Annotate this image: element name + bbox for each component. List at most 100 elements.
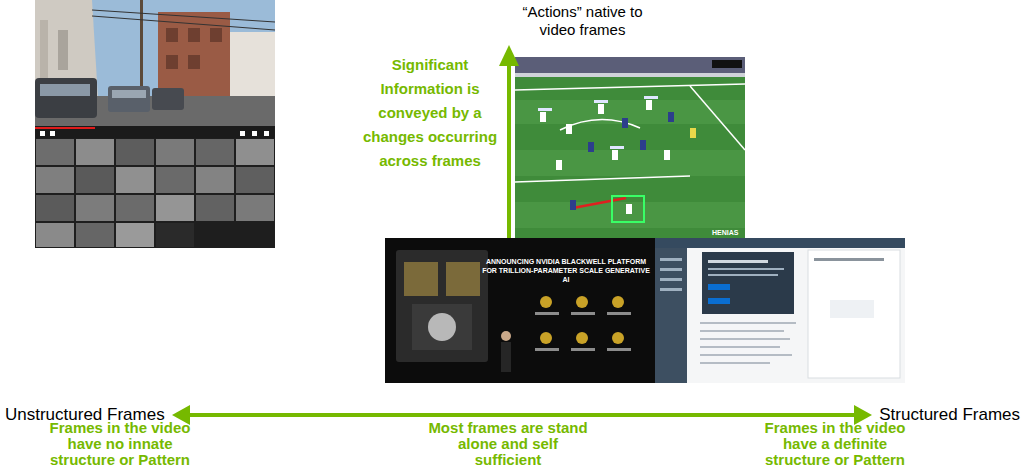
app-screenshot-part bbox=[700, 322, 796, 324]
street-and-cctv-screenshot bbox=[35, 0, 275, 248]
street-and-cctv-screenshot-part bbox=[156, 223, 194, 247]
soccer-screenshot-part bbox=[610, 146, 624, 149]
soccer-screenshot-part bbox=[515, 57, 745, 240]
street-and-cctv-screenshot-part bbox=[252, 131, 257, 136]
app-screenshot-part bbox=[708, 268, 784, 270]
street-and-cctv-screenshot-part bbox=[116, 195, 154, 221]
street-and-cctv-screenshot-part bbox=[236, 139, 274, 165]
street-and-cctv-screenshot-part bbox=[76, 195, 114, 221]
keynote-screenshot-part bbox=[612, 296, 624, 308]
keynote-screenshot-part bbox=[540, 296, 552, 308]
soccer-screenshot-part bbox=[515, 57, 745, 73]
keynote-screenshot-part bbox=[576, 332, 588, 344]
app-screenshot-part bbox=[700, 338, 790, 340]
app-screenshot-part bbox=[655, 238, 905, 248]
street-and-cctv-screenshot-part bbox=[76, 167, 114, 193]
axis-title: “Actions” native to video frames bbox=[505, 3, 660, 39]
axis-description: Significant Information is conveyed by a… bbox=[352, 53, 508, 173]
street-and-cctv-screenshot-part bbox=[236, 195, 274, 221]
app-screenshot-part bbox=[660, 268, 682, 271]
street-and-cctv-screenshot-part bbox=[196, 139, 234, 165]
keynote-screenshot-part bbox=[385, 238, 655, 383]
app-screenshot-part bbox=[830, 300, 874, 318]
street-and-cctv-screenshot-part bbox=[116, 223, 154, 247]
app-screenshot-part bbox=[700, 362, 770, 364]
app-screenshot-part bbox=[708, 260, 768, 263]
street-and-cctv-screenshot-part bbox=[35, 0, 275, 128]
street-and-cctv-screenshot-part bbox=[76, 223, 114, 247]
app-screenshot-part bbox=[814, 258, 884, 261]
street-and-cctv-screenshot-part bbox=[76, 139, 114, 165]
soccer-screenshot-part bbox=[626, 204, 632, 214]
soccer-screenshot-part bbox=[664, 150, 670, 160]
keynote-screenshot-part bbox=[412, 304, 472, 350]
keynote-screenshot-part bbox=[396, 250, 488, 362]
app-screenshot-part bbox=[808, 250, 900, 378]
keynote-screenshot-part bbox=[540, 332, 552, 344]
soccer-screenshot-part bbox=[690, 128, 696, 138]
app-screenshot bbox=[655, 238, 905, 383]
street-and-cctv-screenshot-part bbox=[116, 139, 154, 165]
street-and-cctv-screenshot-part bbox=[92, 10, 275, 22]
street-and-cctv-screenshot-part bbox=[152, 88, 184, 110]
street-and-cctv-screenshot-part bbox=[156, 139, 194, 165]
app-screenshot-part bbox=[700, 346, 780, 348]
app-screenshot-part bbox=[700, 354, 792, 356]
axis-description: Frames in the video have a definite stru… bbox=[752, 420, 918, 468]
soccer-screenshot-part bbox=[588, 142, 594, 152]
soccer-screenshot-part bbox=[566, 124, 572, 134]
soccer-screenshot-part bbox=[640, 140, 646, 150]
street-and-cctv-screenshot-part bbox=[240, 131, 245, 136]
street-and-cctv-screenshot-part bbox=[35, 138, 275, 248]
soccer-screenshot-part bbox=[598, 104, 604, 114]
keynote-screenshot-part bbox=[501, 342, 511, 372]
soccer-screenshot-part bbox=[515, 150, 745, 176]
street-and-cctv-screenshot-part bbox=[210, 28, 222, 42]
soccer-screenshot-part bbox=[622, 118, 628, 128]
soccer-screenshot-part bbox=[570, 200, 576, 210]
app-screenshot-part bbox=[655, 248, 687, 383]
app-screenshot-part bbox=[708, 298, 730, 304]
soccer-screenshot-part bbox=[515, 73, 745, 77]
street-and-cctv-screenshot-part bbox=[92, 16, 275, 30]
soccer-screenshot bbox=[515, 57, 745, 240]
street-and-cctv-screenshot-part bbox=[35, 126, 275, 138]
soccer-screenshot-part bbox=[712, 60, 742, 68]
screenshot-headline: ANNOUNCING NVIDIA BLACKWELL PLATFORM FOR… bbox=[478, 257, 654, 284]
street-and-cctv-screenshot-part bbox=[36, 139, 74, 165]
soccer-screenshot-part bbox=[556, 160, 562, 170]
keynote-screenshot-part bbox=[571, 348, 595, 351]
street-and-cctv-screenshot-part bbox=[166, 55, 178, 69]
keynote-screenshot-part bbox=[607, 312, 631, 315]
street-and-cctv-screenshot-part bbox=[140, 0, 143, 95]
app-screenshot-part bbox=[702, 252, 794, 314]
keynote-screenshot-part bbox=[535, 348, 559, 351]
street-and-cctv-screenshot-part bbox=[236, 167, 274, 193]
keynote-screenshot bbox=[385, 238, 655, 383]
street-and-cctv-screenshot-part bbox=[264, 131, 269, 136]
street-and-cctv-screenshot-part bbox=[112, 90, 146, 98]
app-screenshot-part bbox=[655, 238, 905, 383]
street-and-cctv-screenshot-part bbox=[35, 0, 98, 105]
street-and-cctv-screenshot-part bbox=[188, 55, 200, 69]
soccer-screenshot-part bbox=[538, 108, 552, 111]
soccer-screenshot-part bbox=[515, 176, 690, 182]
axis-description: Most frames are stand alone and self suf… bbox=[425, 420, 591, 468]
street-and-cctv-screenshot-part bbox=[196, 195, 234, 221]
street-and-cctv-screenshot-part bbox=[166, 28, 178, 42]
keynote-screenshot-part bbox=[446, 262, 480, 296]
street-and-cctv-screenshot-part bbox=[156, 167, 194, 193]
street-and-cctv-screenshot-part bbox=[196, 167, 234, 193]
horizontal-double-arrow-part bbox=[186, 413, 858, 417]
keynote-screenshot-part bbox=[607, 348, 631, 351]
keynote-screenshot-part bbox=[576, 296, 588, 308]
street-and-cctv-screenshot-part bbox=[36, 167, 74, 193]
street-and-cctv-screenshot-part bbox=[108, 86, 150, 112]
keynote-screenshot-part bbox=[404, 262, 438, 296]
soccer-screenshot-part bbox=[515, 84, 745, 90]
street-and-cctv-screenshot-part bbox=[50, 131, 55, 136]
watermark: HENIAS bbox=[712, 228, 744, 237]
keynote-screenshot-part bbox=[571, 312, 595, 315]
keynote-screenshot-part bbox=[501, 331, 511, 341]
